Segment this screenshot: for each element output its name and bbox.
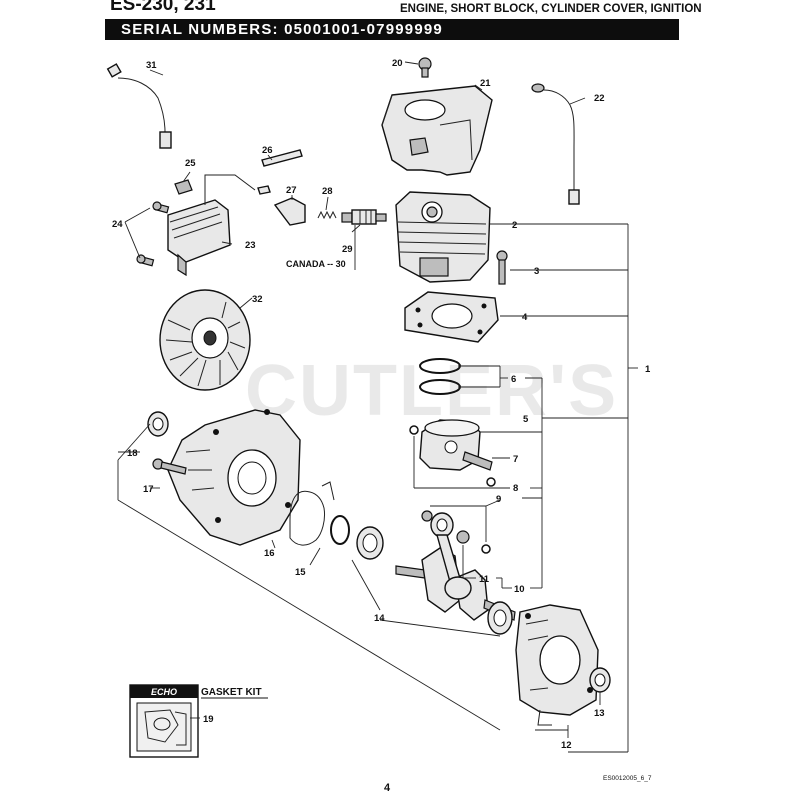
part-24-screws	[136, 201, 170, 267]
callout-26: 26	[262, 145, 273, 156]
part-9-connecting-rod	[421, 510, 491, 600]
serial-number-bar: SERIAL NUMBERS: 05001001-07999999	[105, 19, 679, 40]
gasket-kit-box: ECHO GASKET KIT	[129, 684, 268, 758]
part-14-bearing-right	[487, 601, 513, 635]
callout-32: 32	[252, 294, 263, 305]
callout-31: 31	[146, 60, 157, 71]
callout-17: 17	[143, 484, 154, 495]
echo-logo: ECHO	[151, 687, 177, 697]
part-12-crankcase-right	[515, 604, 599, 726]
part-27-plug-boot	[273, 197, 306, 226]
document-code: ES0012005_6_7	[603, 775, 652, 782]
part-14-snap-ring	[330, 515, 350, 545]
part-16-crankcase-left	[167, 409, 301, 546]
page-number: 4	[384, 782, 391, 794]
callout-21: 21	[480, 78, 491, 89]
callout-13: 13	[594, 708, 605, 719]
callout-27: 27	[286, 185, 297, 196]
part-8-circlip	[409, 425, 496, 487]
callout-25: 25	[185, 158, 196, 169]
gasket-kit-title: GASKET KIT	[201, 687, 262, 698]
callout-labels: 1 2 3 4 5 6 7 8 9 10 11 12 13 14 15 16 1…	[112, 58, 651, 751]
callout-11: 11	[479, 574, 490, 585]
part-32-flywheel	[159, 289, 251, 391]
callout-3: 3	[534, 266, 539, 277]
part-2-cylinder	[395, 191, 491, 283]
callout-28: 28	[322, 186, 333, 197]
watermark: CUTLER'S	[245, 351, 618, 431]
part-14-bearing-left	[356, 526, 384, 560]
part-21-cylinder-cover	[381, 85, 493, 176]
part-25-clip	[174, 179, 193, 195]
part-4-cylinder-gasket	[404, 291, 499, 343]
callout-6: 6	[511, 374, 516, 385]
model-number: ES-230, 231	[110, 0, 216, 15]
callout-8: 8	[513, 483, 518, 494]
callout-16: 16	[264, 548, 275, 559]
callout-24: 24	[112, 219, 123, 230]
part-28-spring	[317, 210, 337, 220]
part-15-crankcase-gasket	[289, 481, 335, 546]
callout-2: 2	[512, 220, 517, 231]
callout-4: 4	[522, 312, 528, 323]
part-13-oil-seal	[589, 667, 611, 693]
callout-1: 1	[645, 364, 651, 375]
part-31-ground-lead	[106, 63, 172, 149]
part-18-oil-seal	[147, 411, 169, 437]
callout-5: 5	[523, 414, 529, 425]
callout-15: 15	[295, 567, 306, 578]
callout-10: 10	[514, 584, 525, 595]
callout-30-canada: CANADA -- 30	[286, 259, 346, 269]
leader-lines	[117, 61, 638, 753]
callout-12: 12	[561, 740, 572, 751]
part-20-cover-bolt	[418, 57, 432, 78]
section-title: ENGINE, SHORT BLOCK, CYLINDER COVER, IGN…	[400, 3, 702, 15]
callout-9: 9	[496, 494, 501, 505]
part-17-crankcase-bolt	[152, 458, 187, 475]
callout-18: 18	[127, 448, 138, 459]
callout-14: 14	[374, 613, 385, 624]
callout-29: 29	[342, 244, 353, 255]
part-7-piston-pin	[462, 451, 493, 471]
part-3-cylinder-bolt	[496, 250, 508, 285]
part-23-ignition-coil	[167, 174, 271, 277]
part-26-tube	[261, 149, 303, 167]
callout-20: 20	[392, 58, 403, 69]
callout-7: 7	[513, 454, 518, 465]
callout-22: 22	[594, 93, 605, 104]
callout-23: 23	[245, 240, 256, 251]
callout-19: 19	[203, 714, 214, 725]
part-29-spark-plug	[341, 209, 387, 225]
part-22-ignition-lead	[531, 83, 580, 205]
